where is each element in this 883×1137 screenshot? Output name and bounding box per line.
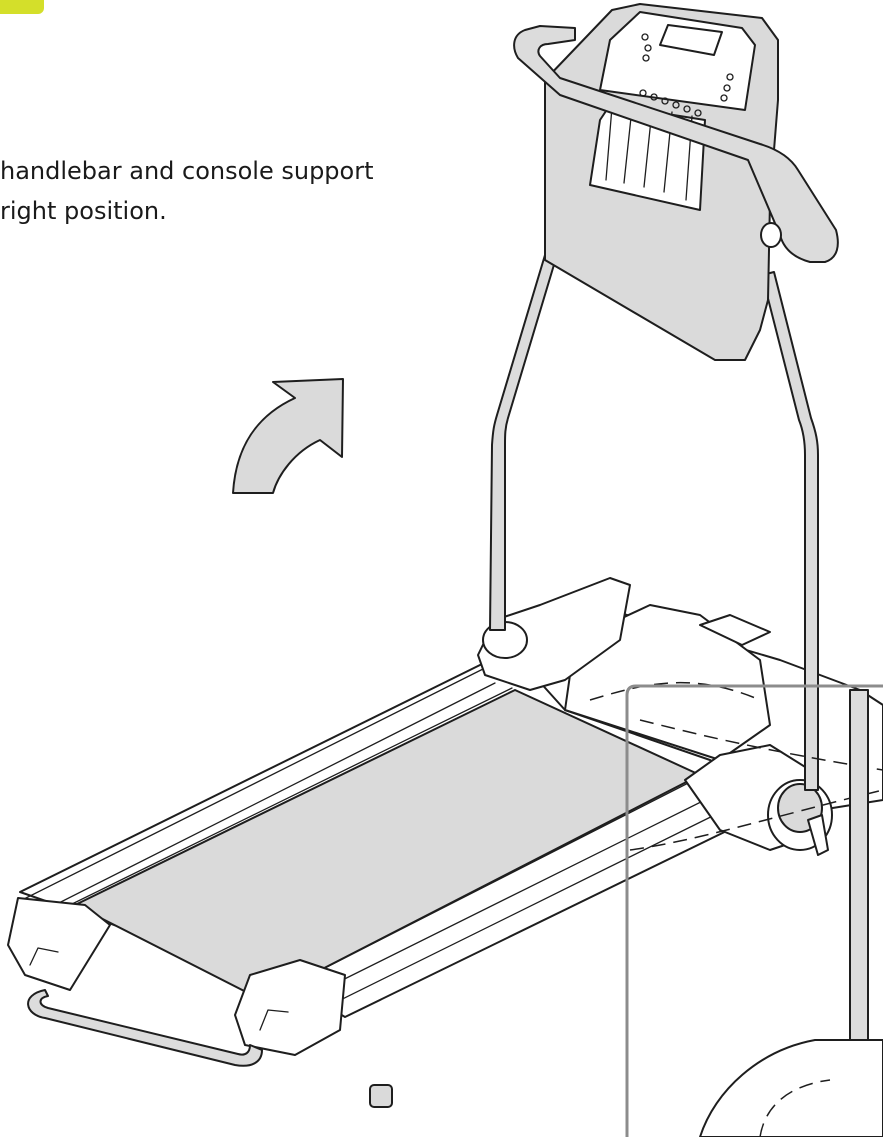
right-upright-tube xyxy=(761,271,819,791)
console xyxy=(544,3,779,361)
instruction-line-1: handlebar and console support xyxy=(0,157,374,185)
instruction-line-2: right position. xyxy=(0,197,167,225)
handlebar xyxy=(513,25,839,263)
left-upright-tube xyxy=(489,254,557,631)
step-number-badge xyxy=(0,0,44,14)
instruction-text: handlebar and console support right posi… xyxy=(0,151,374,231)
detail-inset xyxy=(625,684,883,1137)
right-upright-base xyxy=(684,744,833,856)
handlebar-knob-icon xyxy=(760,222,782,248)
curved-arrow-icon xyxy=(232,378,344,494)
